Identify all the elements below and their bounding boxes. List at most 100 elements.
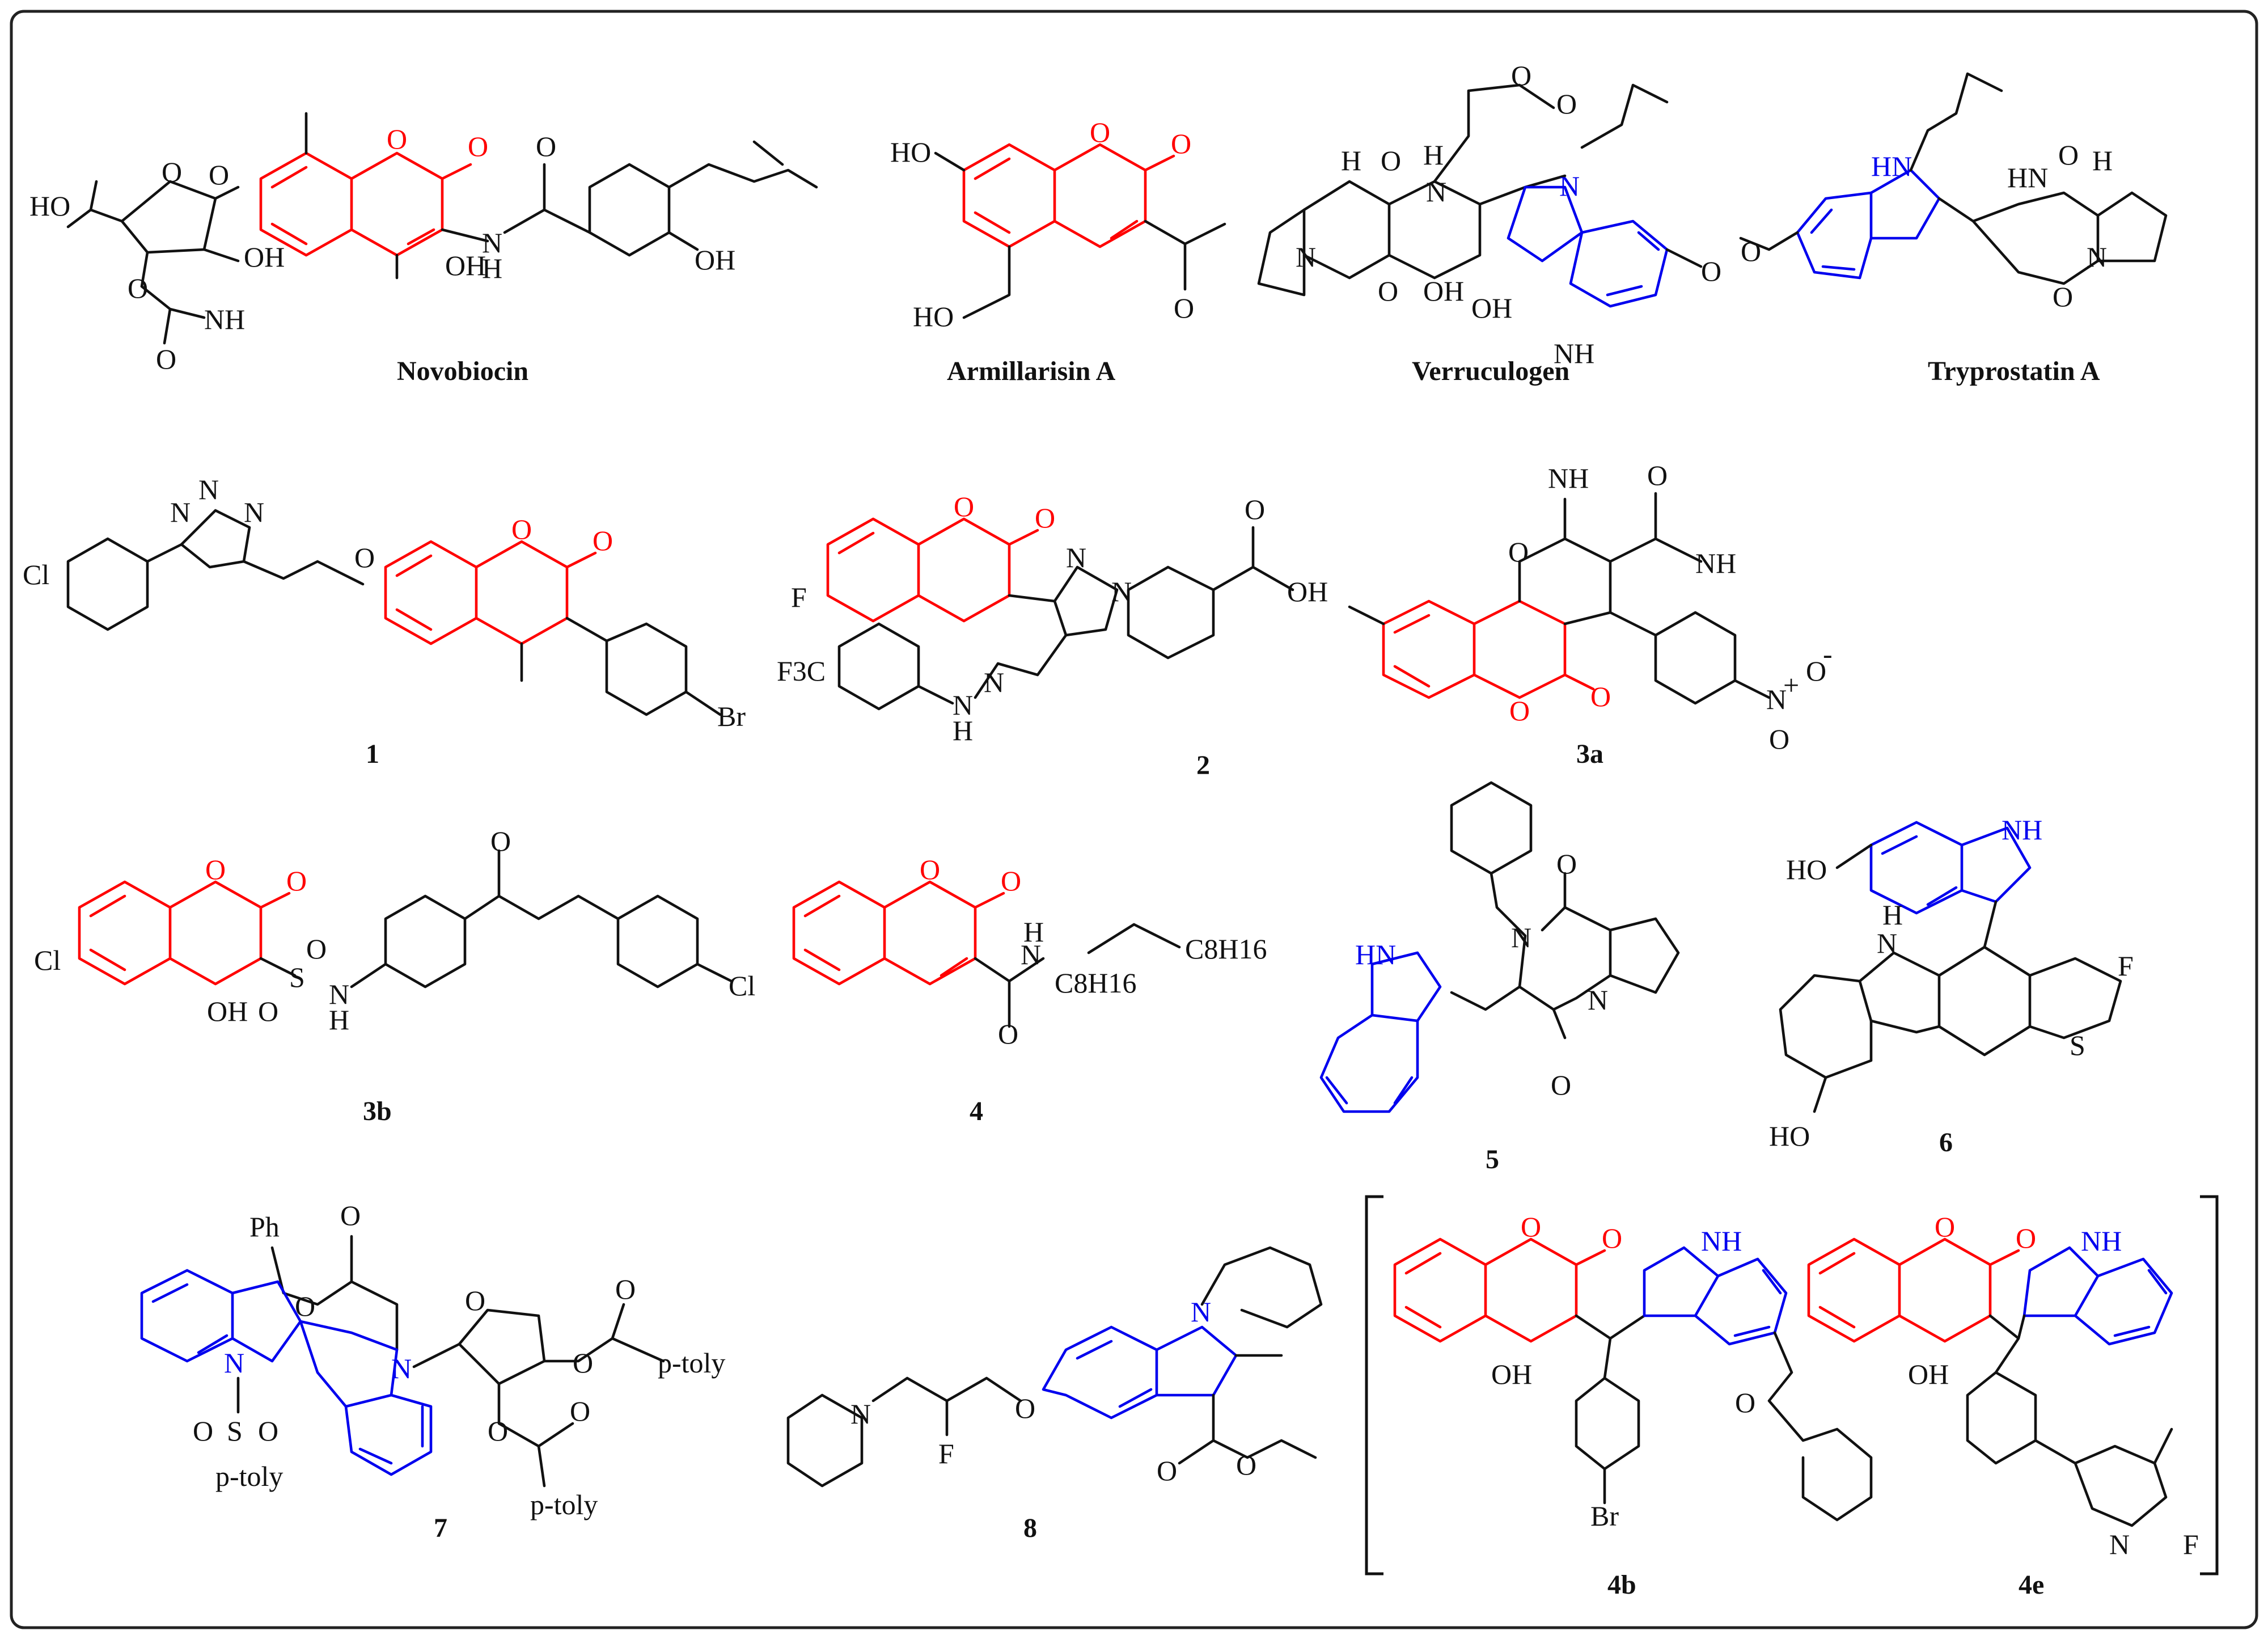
atom-o-acid-1: O [1245, 493, 1265, 525]
label-compound-3a: 3a [1576, 739, 1603, 769]
structure-compound-4b: O O OH Br NH O 4b [1393, 1211, 1873, 1600]
atom-h-amide-compound-4: H [1023, 916, 1044, 948]
atom-n-verruculogen-1: N [1426, 176, 1446, 208]
atom-o-acetyl: O [1174, 292, 1194, 324]
atom-o-nitro-1: O [1806, 655, 1826, 687]
atom-oh-acid: OH [1287, 576, 1328, 607]
atom-n-triazole-3: N [244, 496, 264, 528]
atom-o-ether-compound-8: O [1015, 1392, 1035, 1424]
label-compound-7: 7 [434, 1513, 447, 1543]
atom-f-compound-8: F [938, 1438, 954, 1469]
atom-n-amide-compound-4: N [1021, 939, 1041, 970]
structure-compound-4: O O O N H C8H16 C8H16 4 [792, 854, 1267, 1126]
atom-o-tryprostatin-2: O [2053, 281, 2073, 312]
atom-plus-nitro: + [1783, 669, 1799, 701]
atom-n-compound-6: N [1877, 927, 1897, 959]
atom-o-tryprostatin-1: O [2058, 139, 2079, 171]
atom-br-compound-1: Br [717, 700, 746, 732]
atom-s-compound-7: S [227, 1415, 243, 1447]
atom-n-amide: N [482, 227, 502, 259]
atom-oh-coumarin: OH [445, 250, 486, 281]
structure-armillarisin-a: O O HO HO O Armillarisin A [890, 116, 1226, 386]
atom-ho-compound-6-2: HO [1769, 1120, 1810, 1152]
atom-n-compound-5-2: N [1588, 984, 1608, 1016]
atom-o-ring: O [162, 156, 182, 188]
atom-o-carbonyl-compound-3a: O [1590, 681, 1611, 712]
atom-o-ring-compound-4: O [920, 854, 940, 885]
atom-o-compound-5-2: O [1551, 1069, 1571, 1101]
label-tryprostatin-a: Tryprostatin A [1928, 356, 2100, 386]
label-compound-3b: 3b [363, 1096, 392, 1126]
label-compound-8: 8 [1023, 1513, 1037, 1543]
label-compound-5: 5 [1486, 1144, 1499, 1175]
atom-cl-compound-3b-1: Cl [34, 944, 61, 976]
atom-o-coumarin-ring: O [387, 123, 407, 155]
atom-o-ring-compound-3a: O [1509, 695, 1530, 726]
atom-ptoly-compound-7-2: p-toly [658, 1347, 725, 1379]
atom-n-sulfonamide: N [329, 978, 349, 1010]
label-compound-4b: 4b [1607, 1570, 1636, 1600]
atom-o-methoxy-tryprostatin: O [1741, 235, 1761, 267]
atom-f-compound-2: F [791, 581, 807, 613]
structure-compound-4e: O O OH NH N F 4e [1807, 1211, 2199, 1600]
atom-o-compound-5-1: O [1556, 848, 1577, 880]
atom-ho-sugar: HO [29, 190, 70, 222]
atom-n-triazole-2: N [198, 474, 219, 505]
atom-nh2-carboxamide: NH [1695, 547, 1736, 579]
structure-compound-2: O O F N N O OH N N H F3C 2 [777, 491, 1328, 780]
atom-o-ring-compound-3b: O [205, 854, 226, 885]
atom-h-verruculogen-2: H [1423, 139, 1444, 171]
atom-ho-armillarisin: HO [890, 136, 931, 168]
atom-cl-compound-3b-2: Cl [729, 970, 755, 1002]
label-compound-6: 6 [1939, 1127, 1953, 1158]
atom-hn-diketopiperazine: HN [2007, 162, 2048, 193]
atom-s-sulfonyl: S [289, 961, 305, 993]
atom-o-ester-compound-7-5: O [488, 1415, 508, 1447]
atom-h-verruculogen-1: H [1341, 145, 1361, 176]
atom-n-piperidine: N [850, 1398, 871, 1430]
atom-o-methoxy-verruculogen: O [1701, 255, 1721, 287]
atom-o-sulfonyl-compound-7-1: O [193, 1415, 213, 1447]
atom-f3c-compound-2: F3C [777, 655, 826, 687]
atom-oh-compound-4e: OH [1908, 1358, 1949, 1390]
atom-n-verruculogen-indole: N [1559, 170, 1580, 202]
atom-o-ring-compound-4e: O [1935, 1211, 1955, 1243]
atom-o-verruculogen-2: O [1378, 275, 1398, 307]
atom-o-glycoside: O [209, 159, 229, 191]
atom-c8h16-compound-4-2: C8H16 [1185, 933, 1267, 965]
atom-o-nitro-2: O [1769, 723, 1789, 755]
atom-n-hydrazone-2: N [953, 689, 973, 721]
atom-nh2-carbamate: NH [204, 303, 245, 335]
atom-h-amide: H [482, 252, 502, 284]
atom-o-ester-compound-7-3: O [573, 1347, 593, 1379]
atom-o-sulfonyl-1: O [306, 933, 327, 965]
bracket-left [1365, 1195, 1383, 1575]
atom-hn-compound-5: HN [1355, 939, 1396, 970]
atom-o-ester-compound-7-4: O [615, 1273, 636, 1305]
atom-ho-compound-6-1: HO [1786, 854, 1827, 885]
label-compound-1: 1 [366, 739, 379, 769]
atom-o-coumarin-carbonyl: O [468, 130, 488, 162]
structure-novobiocin: HO O O OH O NH O O O OH N H O OH Novobio… [29, 112, 818, 386]
atom-o-ester-compound-7-1: O [340, 1199, 361, 1231]
atom-o-armillarisin-carbonyl: O [1171, 128, 1191, 159]
structure-compound-6: NH HO F S N H HO 6 [1769, 814, 2134, 1158]
label-compound-4e: 4e [2019, 1570, 2044, 1600]
structure-compound-8: N F O N O O 8 [786, 1246, 1323, 1543]
atom-o-carbamate: O [128, 272, 148, 304]
atom-n-compound-5-1: N [1511, 922, 1531, 953]
atom-oh-sugar: OH [244, 241, 285, 273]
atom-o-carbonyl-compound-1: O [593, 525, 613, 556]
atom-o-ester-compound-8-1: O [1157, 1455, 1177, 1486]
label-novobiocin: Novobiocin [397, 356, 528, 386]
structure-compound-3b: O O Cl OH S O O N H O Cl 3b [34, 825, 755, 1126]
atom-o-carbonyl-compound-3b: O [286, 865, 307, 897]
atom-n-pyrazole-1: N [1066, 542, 1086, 573]
atom-nh-compound-4e: NH [2081, 1225, 2122, 1257]
atom-ptoly-compound-7-3: p-toly [530, 1489, 598, 1520]
atom-o-verruculogen-1: O [1381, 145, 1401, 176]
label-verruculogen: Verruculogen [1412, 356, 1569, 386]
atom-o-carboxamide: O [1647, 459, 1668, 491]
structure-compound-5: N O O N HN 5 [1319, 781, 1680, 1175]
